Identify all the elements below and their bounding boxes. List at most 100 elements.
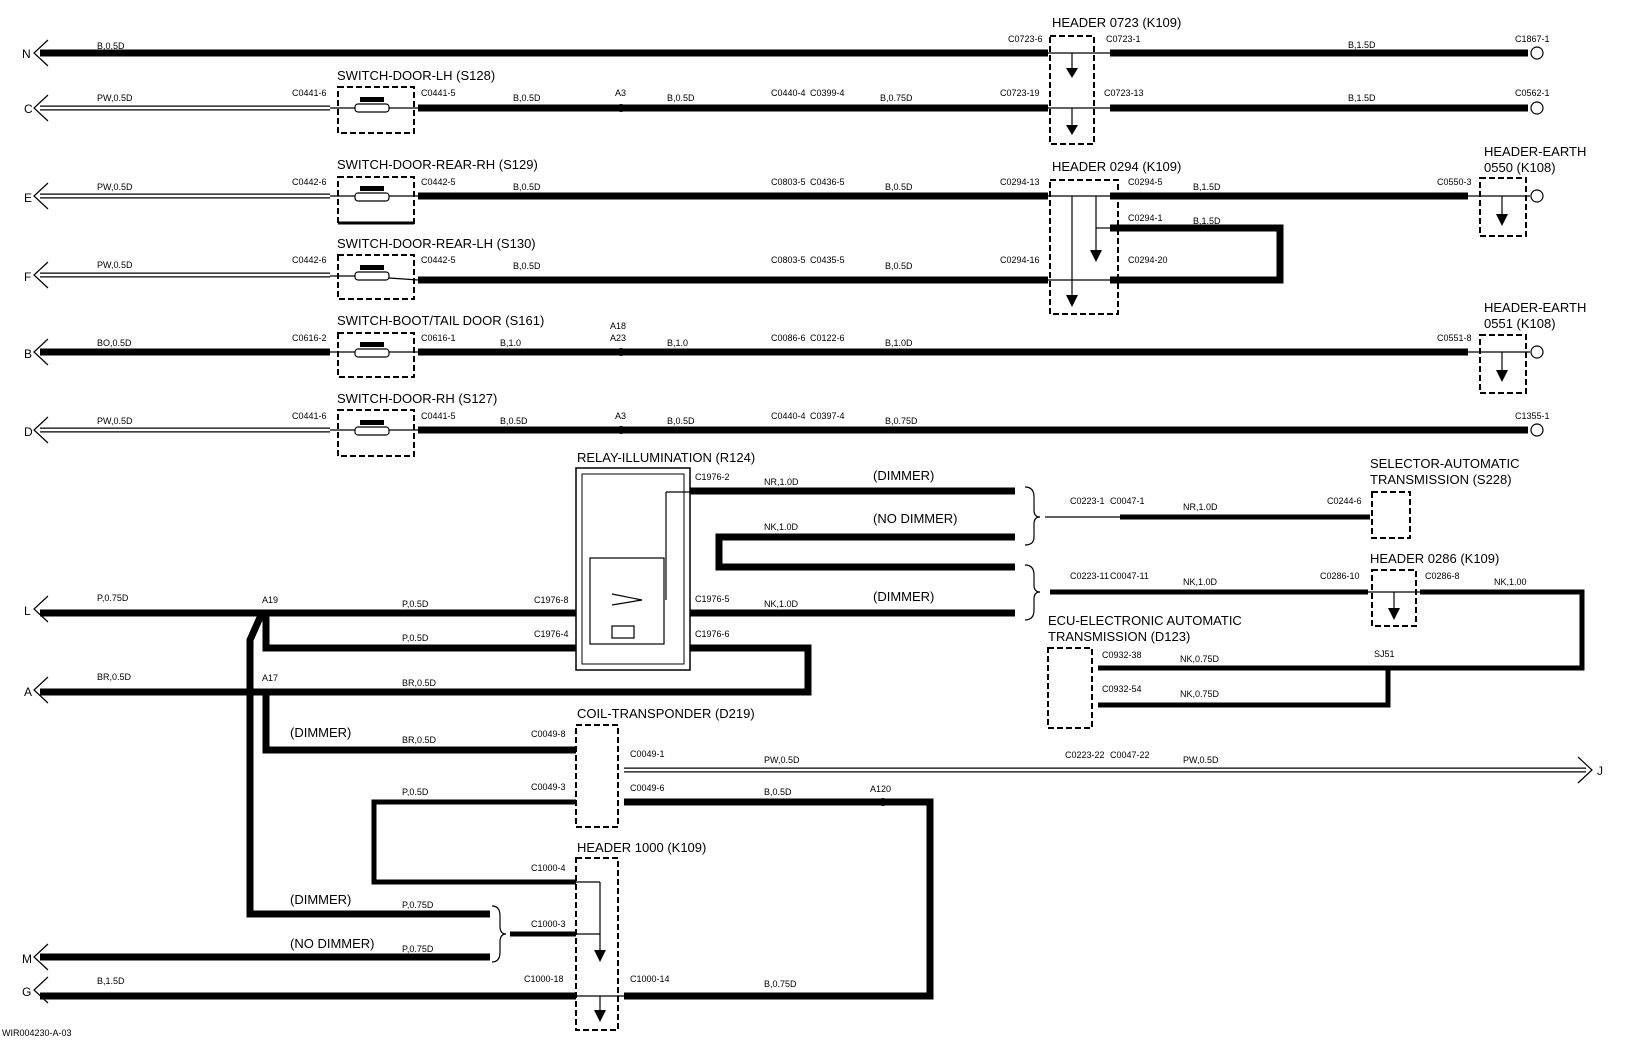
wire-label: P,0.75D <box>402 944 434 954</box>
connector-label: C0122-6 <box>810 333 845 343</box>
connector-label: C0441-6 <box>292 88 327 98</box>
connector-label: C1867-1 <box>1515 34 1550 44</box>
switch-door-rear-lh: SWITCH-DOOR-REAR-LH (S130) <box>330 236 536 300</box>
connector-label: C1000-18 <box>524 974 564 984</box>
switch-door-rear-rh: SWITCH-DOOR-REAR-RH (S129) <box>330 157 538 225</box>
connector-label: C0049-8 <box>531 729 566 739</box>
wire-label: BR,0.5D <box>402 735 437 745</box>
row-m: (NO DIMMER) P,0.75D <box>40 936 490 961</box>
pin-n: N <box>22 39 49 67</box>
connector-label: C0294-1 <box>1128 213 1163 223</box>
wire-label: B,0.5D <box>667 416 695 426</box>
wire-label: B,0.5D <box>667 93 695 103</box>
pin-markers: N C E F B D L A <box>22 39 1603 1004</box>
component-title: 0551 (K108) <box>1484 316 1556 331</box>
pin-j-label: J <box>1597 764 1603 778</box>
component-title: TRANSMISSION (S228) <box>1370 472 1512 487</box>
annotation: (DIMMER) <box>873 589 934 604</box>
relay-wires: C1976-2 NR,1.0D (DIMMER) NK,1.0D (NO DIM… <box>262 468 1120 696</box>
pin-d: D <box>24 416 49 444</box>
row-e: PW,0.5D C0442-6 C0442-5 B,0.5D C0803-5 C… <box>40 177 1472 284</box>
wire-label: B,0.5D <box>513 261 541 271</box>
pin-n-label: N <box>22 47 31 61</box>
pin-g-label: G <box>22 985 31 999</box>
row-d: PW,0.5D C0441-6 C0441-5 B,0.5D A3 B,0.5D… <box>40 411 1550 437</box>
annotation: (DIMMER) <box>873 468 934 483</box>
connector-label: C1976-4 <box>534 629 569 639</box>
switch-door-lh: SWITCH-DOOR-LH (S128) <box>330 68 495 134</box>
annotation: (DIMMER) <box>290 892 351 907</box>
switch-boot-tail-door: SWITCH-BOOT/TAIL DOOR (S161) <box>330 313 544 378</box>
wire-label: B,1.0 <box>667 338 688 348</box>
connector-label: C0086-6 <box>771 333 806 343</box>
connector-label: C0223-11 <box>1070 571 1109 581</box>
header-0723-box <box>1049 35 1095 145</box>
wire-label: PW,0.5D <box>97 182 133 192</box>
connector-label: C0932-54 <box>1102 684 1142 694</box>
pin-m: M <box>22 943 49 971</box>
pin-c: C <box>24 94 49 122</box>
connector-label: C0442-6 <box>292 255 327 265</box>
wire-label: BO,0.5D <box>97 338 132 348</box>
wire-label: NK,1.0D <box>764 599 799 609</box>
wire-label: BR,0.5D <box>402 678 437 688</box>
pin-l: L <box>24 595 49 623</box>
component-title: HEADER 1000 (K109) <box>577 840 706 855</box>
connector-label: C0441-5 <box>421 411 456 421</box>
pin-f-label: F <box>24 270 31 284</box>
component-title: SWITCH-DOOR-LH (S128) <box>337 68 495 83</box>
connector-label: C0550-3 <box>1437 177 1472 187</box>
row-g: B,1.5D B,0.75D <box>40 976 797 1000</box>
splice-label: A19 <box>262 595 278 605</box>
connector-label: C0049-1 <box>630 749 665 759</box>
footer-code: WIR004230-A-03 <box>2 1028 72 1038</box>
splice-label: A18 <box>610 321 626 331</box>
wire-label: NK,1.00 <box>1494 577 1527 587</box>
pin-c-label: C <box>24 102 33 116</box>
connector-label: C0441-6 <box>292 411 327 421</box>
component-title: HEADER-EARTH <box>1484 300 1586 315</box>
connector-label: C0294-16 <box>1000 255 1040 265</box>
connector-label: C1976-8 <box>534 595 569 605</box>
connector-label: C0803-5 <box>771 255 806 265</box>
terminal-ring <box>1530 101 1544 115</box>
wire-label: B,0.5D <box>97 41 125 51</box>
header-earth-0551: HEADER-EARTH 0551 (K108) <box>1468 300 1586 394</box>
pin-j: J <box>1577 756 1603 784</box>
connector-label: C0442-6 <box>292 177 327 187</box>
wire-label: B,0.5D <box>764 787 792 797</box>
wire-label: PW,0.5D <box>97 260 133 270</box>
ecu-electronic-automatic: ECU-ELECTRONIC AUTOMATIC TRANSMISSION (D… <box>1047 613 1395 729</box>
component-title: HEADER-EARTH <box>1484 144 1586 159</box>
splice-label: A3 <box>615 88 626 98</box>
connector-label: C0436-5 <box>810 177 845 187</box>
relay-illumination: RELAY-ILLUMINATION (R124) <box>575 450 755 671</box>
bus-l-a: P,0.75D A19 P,0.5D C1976-8 P,0.5D C1976-… <box>40 593 576 918</box>
connector-label: C0441-5 <box>421 88 456 98</box>
connector-label: C0440-4 <box>771 88 806 98</box>
connector-label: C0616-2 <box>292 333 327 343</box>
wire-label: B,1.5D <box>1348 93 1376 103</box>
annotation: (NO DIMMER) <box>290 936 375 951</box>
row-c: PW,0.5D C0441-6 C0441-5 B,0.5D A3 B,0.5D… <box>40 88 1550 115</box>
component-title: SWITCH-BOOT/TAIL DOOR (S161) <box>337 313 544 328</box>
connector-label: C0223-22 <box>1065 750 1105 760</box>
connector-label: C1976-5 <box>695 594 730 604</box>
splice-label: SJ51 <box>1374 649 1395 659</box>
wire-label: P,0.5D <box>402 599 429 609</box>
wire-label: B,0.75D <box>764 979 797 989</box>
row-f: PW,0.5D C0442-6 C0442-5 B,0.5D C0803-5 C… <box>40 255 1168 284</box>
connector-label: C0616-1 <box>421 333 456 343</box>
wire-loop-0294 <box>1110 224 1284 284</box>
connector-label: C1976-2 <box>695 472 730 482</box>
connector-label: C0723-6 <box>1008 34 1043 44</box>
header-1000: HEADER 1000 (K109) C1000-4 C1000-3 C1000… <box>491 840 706 1031</box>
connector-label: C0562-1 <box>1515 88 1550 98</box>
wire-label: B,0.5D <box>513 182 541 192</box>
wire-label: B,0.5D <box>500 416 528 426</box>
component-title: TRANSMISSION (D123) <box>1048 629 1190 644</box>
wire-label: B,0.75D <box>885 416 918 426</box>
pin-l-label: L <box>24 604 31 618</box>
splice-dot <box>617 104 625 112</box>
